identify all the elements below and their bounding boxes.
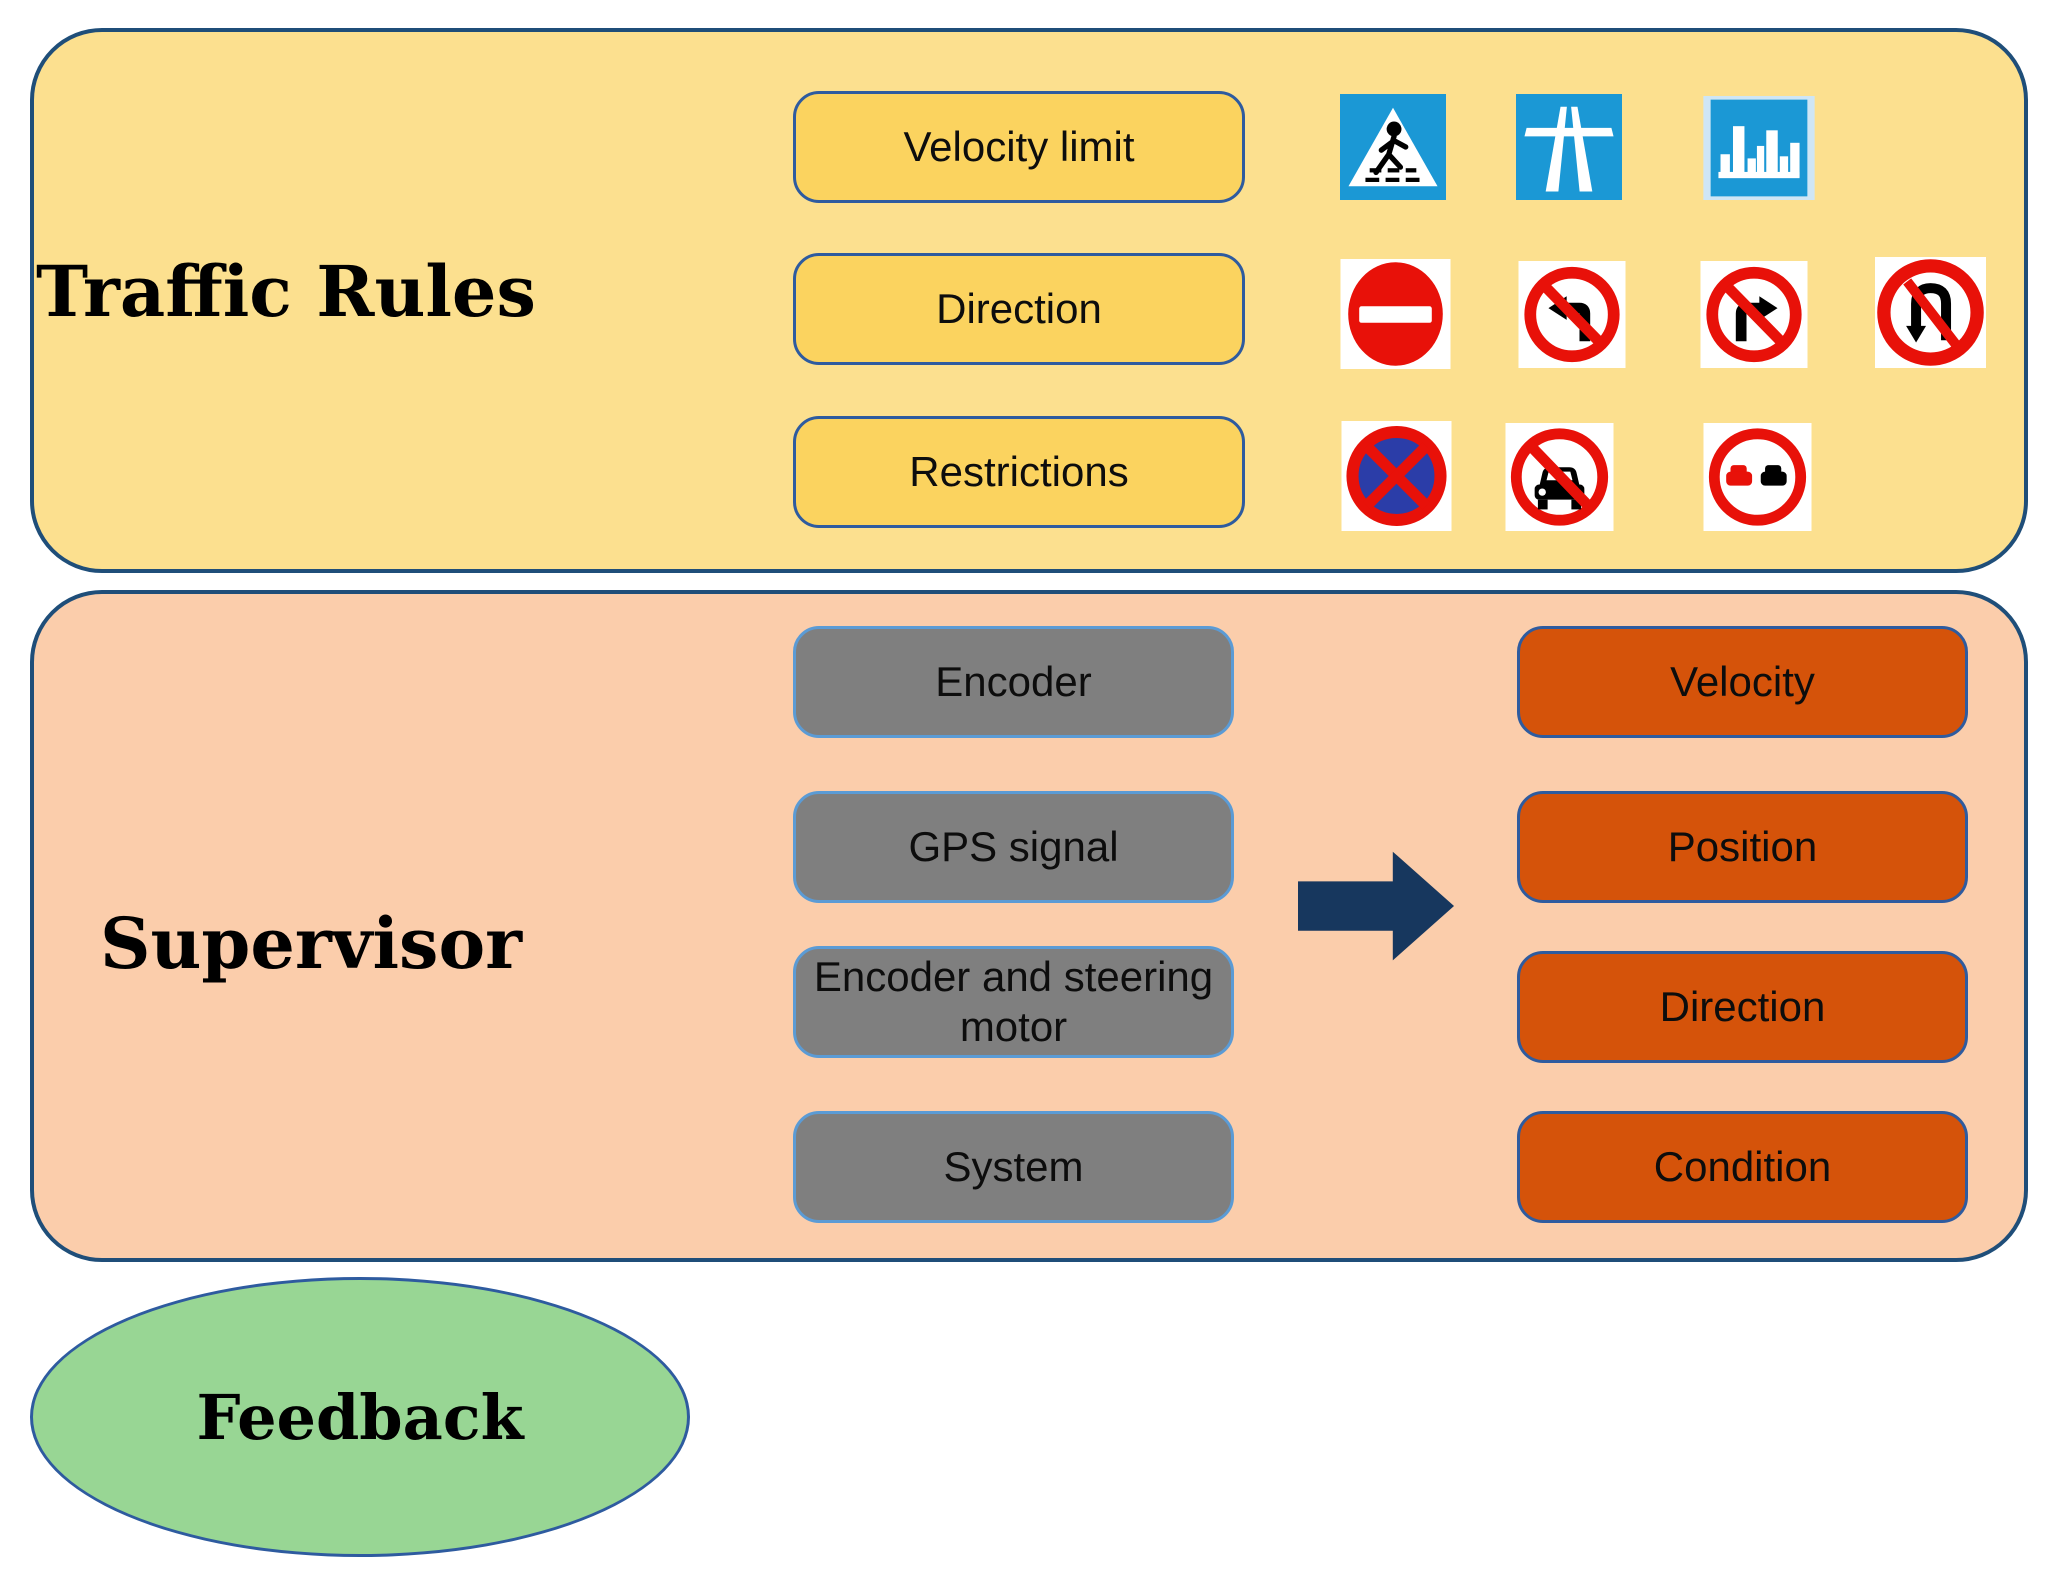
no-entry-sign-icon	[1337, 259, 1454, 369]
supervisor-title: Supervisor	[99, 902, 523, 985]
no-overtaking-sign-icon	[1697, 423, 1818, 531]
pedestrian-crossing-sign-icon	[1337, 94, 1449, 200]
no-right-turn-sign-icon	[1697, 261, 1811, 368]
no-cars-sign-icon	[1501, 423, 1618, 531]
traffic-rules-panel: Traffic Rules Velocity limit Direction R…	[30, 28, 2028, 573]
velocity-output-button: Velocity	[1517, 626, 1968, 738]
system-button: System	[793, 1111, 1234, 1223]
direction-output-button: Direction	[1517, 951, 1968, 1063]
velocity-limit-button: Velocity limit	[793, 91, 1245, 203]
gps-signal-button: GPS signal	[793, 791, 1234, 903]
restrictions-button: Restrictions	[793, 416, 1245, 528]
traffic-rules-title: Traffic Rules	[36, 250, 536, 333]
encoder-button: Encoder	[793, 626, 1234, 738]
feedback-title: Feedback	[196, 1380, 524, 1454]
no-u-turn-sign-icon	[1874, 257, 1987, 368]
no-stopping-sign-icon	[1338, 421, 1455, 531]
position-output-button: Position	[1517, 791, 1968, 903]
supervisor-panel: Supervisor Encoder GPS signal Encoder an…	[30, 590, 2028, 1262]
condition-output-button: Condition	[1517, 1111, 1968, 1223]
direction-button: Direction	[793, 253, 1245, 365]
feedback-ellipse: Feedback	[30, 1277, 690, 1557]
no-left-turn-sign-icon	[1516, 261, 1628, 368]
encoder-steering-motor-button: Encoder and steering motor	[793, 946, 1234, 1058]
motorway-sign-icon	[1513, 94, 1625, 200]
built-up-area-sign-icon	[1697, 96, 1821, 200]
right-arrow-icon	[1298, 849, 1456, 963]
